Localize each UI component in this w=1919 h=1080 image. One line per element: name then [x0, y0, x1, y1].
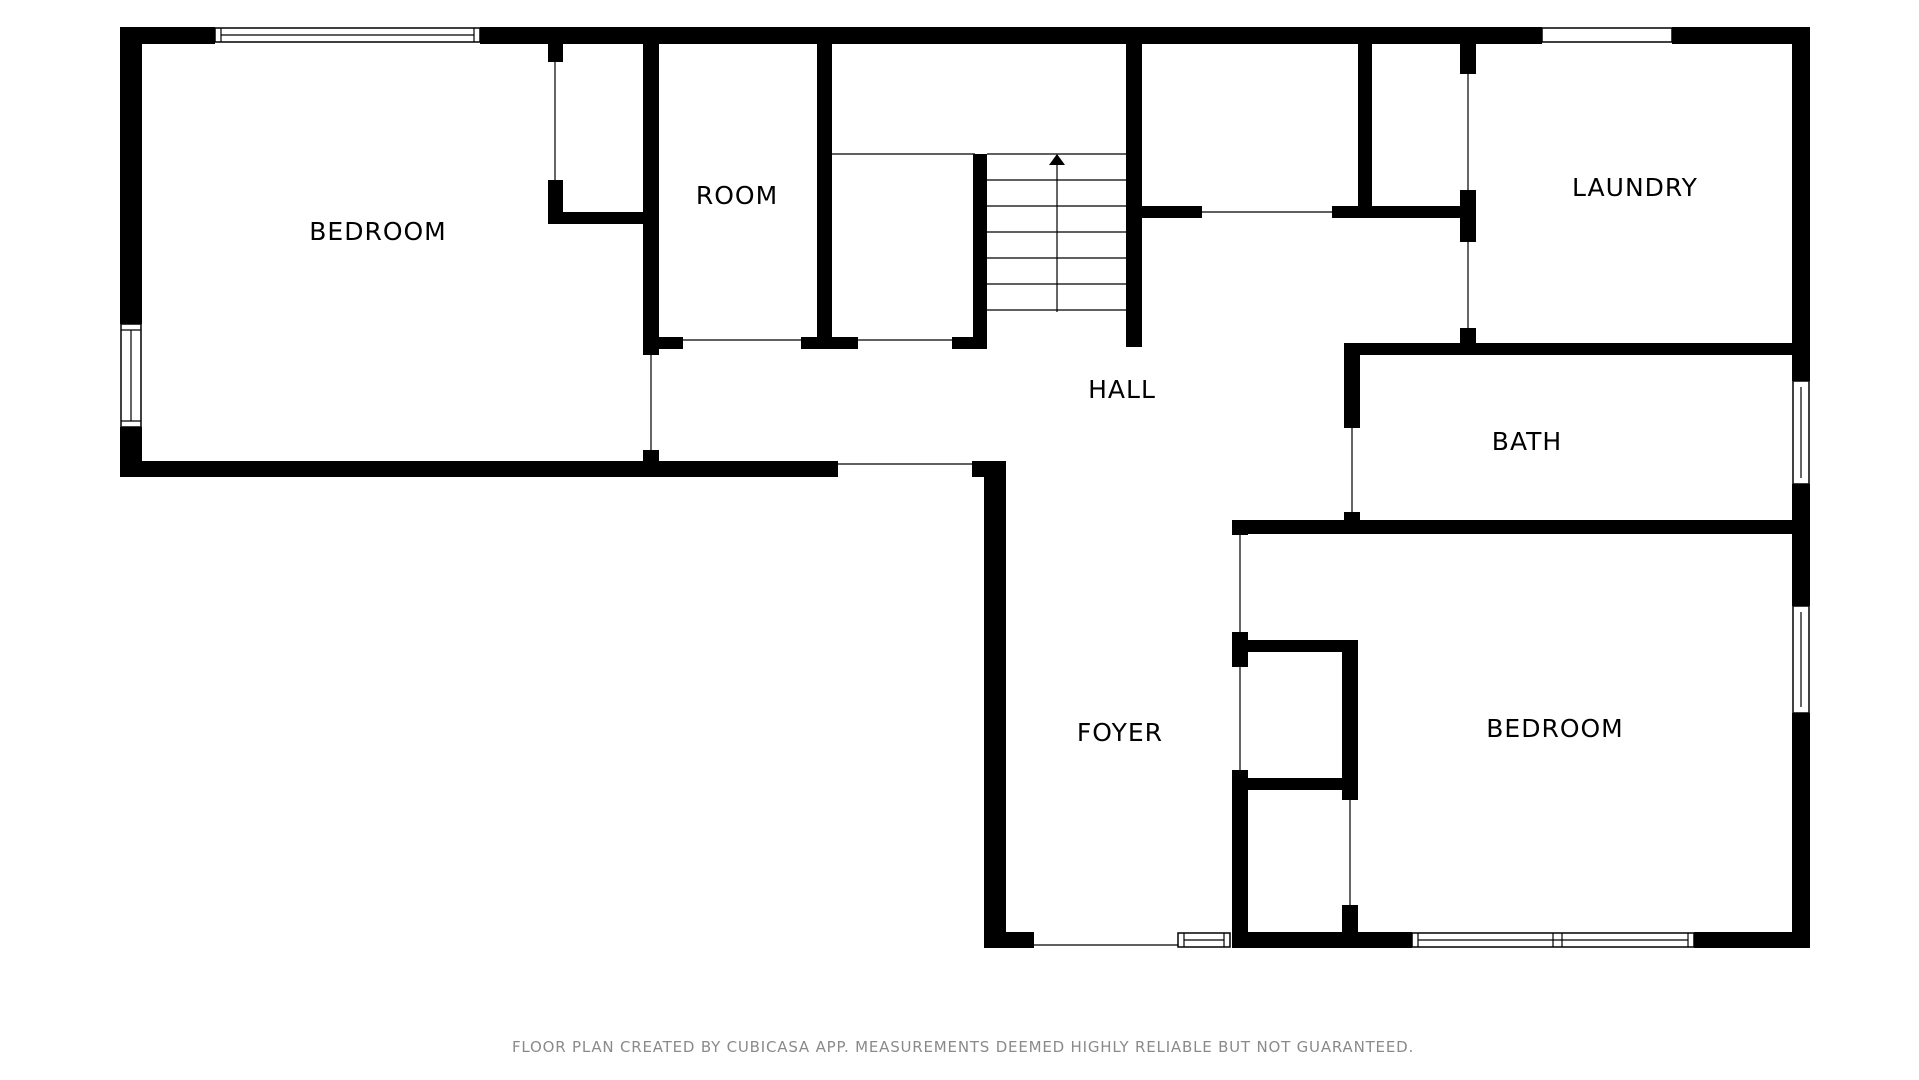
room-label-bedroom-right: BEDROOM	[1486, 714, 1624, 743]
room-label-hall: HALL	[1088, 375, 1156, 404]
windows	[120, 27, 1810, 948]
room-label-bath: BATH	[1492, 427, 1562, 456]
staircase	[987, 153, 1126, 312]
exterior-walls	[120, 27, 1810, 948]
room-label-bedroom-left: BEDROOM	[309, 217, 447, 246]
floor-plan-disclaimer: FLOOR PLAN CREATED BY CUBICASA APP. MEAS…	[512, 1038, 1414, 1056]
room-label-laundry: LAUNDRY	[1572, 173, 1698, 202]
room-label-room: ROOM	[696, 181, 778, 210]
room-label-foyer: FOYER	[1077, 718, 1163, 747]
stair-direction-arrow-icon	[1049, 154, 1065, 165]
interior-walls	[548, 40, 1810, 948]
